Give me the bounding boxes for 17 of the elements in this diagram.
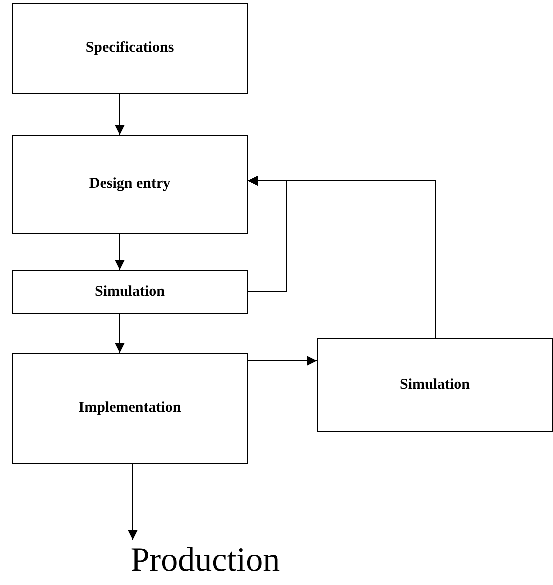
box-label: Specifications bbox=[86, 40, 174, 57]
process-box bbox=[12, 3, 248, 94]
arrow bbox=[115, 94, 125, 136]
box-label: Simulation bbox=[400, 376, 470, 394]
process-box bbox=[12, 270, 248, 314]
box-label: Simulation bbox=[94, 284, 166, 300]
box-label: Implementation bbox=[78, 400, 182, 417]
box-label: Design entry bbox=[89, 176, 171, 193]
process-box bbox=[12, 353, 248, 464]
arrow bbox=[128, 464, 138, 540]
arrow bbox=[115, 234, 125, 270]
arrow bbox=[248, 356, 318, 366]
arrow bbox=[115, 314, 125, 354]
process-box bbox=[317, 338, 553, 432]
end-label: Production bbox=[130, 542, 280, 580]
process-box bbox=[12, 135, 248, 234]
arrow bbox=[248, 176, 436, 338]
